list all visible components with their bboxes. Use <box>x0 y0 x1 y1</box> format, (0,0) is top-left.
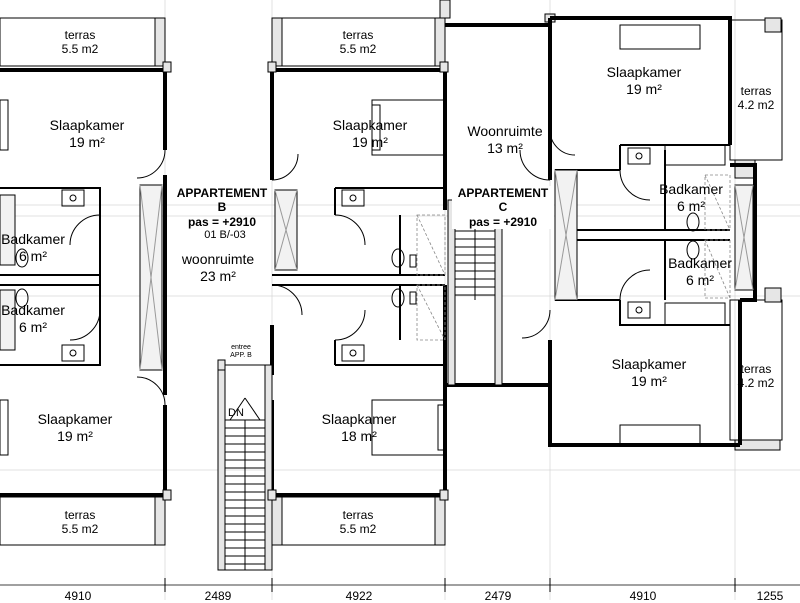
room-woonruimte-c: Woonruimte 13 m² <box>467 123 543 156</box>
terras-label-top-middle: terras 5.5 m2 <box>339 28 377 57</box>
beds <box>0 24 726 456</box>
appartement-b-code: 01 B/-03 <box>204 229 246 241</box>
dimension-1: 4910 <box>64 589 92 603</box>
appartement-c-label: APPARTEMENT C pas = +2910 <box>452 186 554 230</box>
room-slaapkamer-bottom-right: Slaapkamer 19 m² <box>611 356 687 389</box>
terras-label-bottom-left: terras 5.5 m2 <box>61 508 99 537</box>
partitions <box>0 144 730 366</box>
terras-label-bottom-middle: terras 5.5 m2 <box>339 508 377 537</box>
stair-dn-label: DN <box>228 407 244 419</box>
room-badkamer-right-2: Badkamer 6 m² <box>668 255 732 288</box>
terras-label-top-left: terras 5.5 m2 <box>61 28 99 57</box>
sinks <box>61 147 651 362</box>
glazing <box>0 169 754 371</box>
terras-label-right-top: terras 4.2 m2 <box>737 84 775 113</box>
dimension-line <box>0 578 800 592</box>
room-slaapkamer-bottom-middle: Slaapkamer 18 m² <box>321 411 397 444</box>
room-slaapkamer-top-middle: Slaapkamer 19 m² <box>332 117 408 150</box>
stair-dn <box>217 364 273 571</box>
room-slaapkamer-top-left: Slaapkamer 19 m² <box>49 117 125 150</box>
appartement-b-label: APPARTEMENT B pas = +2910 <box>176 186 268 229</box>
room-badkamer-right-1: Badkamer 6 m² <box>659 181 723 214</box>
door-swings <box>69 129 651 406</box>
terras-label-right-bottom: terras 4.2 m2 <box>737 362 775 391</box>
room-badkamer-left-1: Badkamer 6 m² <box>1 231 65 264</box>
showers <box>416 174 731 341</box>
room-slaapkamer-top-right: Slaapkamer 19 m² <box>606 64 682 97</box>
toilets <box>15 212 700 308</box>
dimension-3: 4922 <box>345 589 373 603</box>
room-woonruimte-b: woonruimte 23 m² <box>181 251 255 284</box>
entree-label: entree APP. B <box>230 344 252 360</box>
dimension-6: 1255 <box>756 589 784 603</box>
dimension-5: 4910 <box>629 589 657 603</box>
wall-piers <box>162 61 449 501</box>
room-slaapkamer-bottom-left: Slaapkamer 19 m² <box>37 411 113 444</box>
dimension-4: 2479 <box>484 589 512 603</box>
dimension-2: 2489 <box>204 589 232 603</box>
room-badkamer-left-2: Badkamer 6 m² <box>1 302 65 335</box>
